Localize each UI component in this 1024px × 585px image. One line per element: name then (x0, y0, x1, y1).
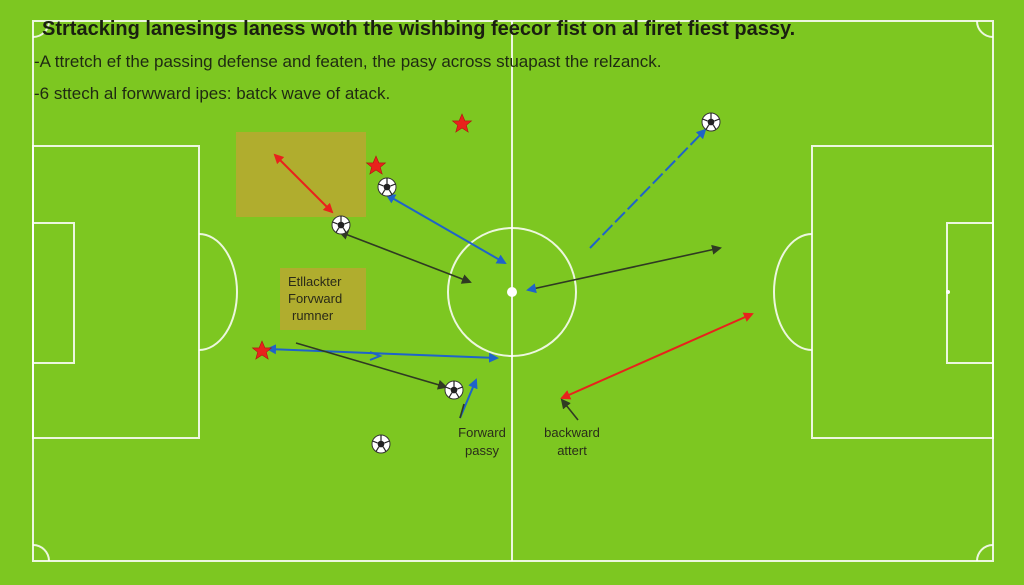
center-spot (507, 287, 517, 297)
note-line-1: -A ttretch ef the passing defense and fe… (34, 52, 662, 71)
diagram-title: Strtacking lanesings laness woth the wis… (42, 18, 796, 40)
forward-pass-label-line: Forward (458, 425, 506, 440)
backward-pointer-arrow (560, 398, 579, 421)
red-star-icon (251, 340, 273, 360)
backward-label-line: backward (544, 425, 600, 440)
blue-double-arrow-center (385, 194, 507, 264)
red-double-arrow-box (273, 153, 334, 214)
forward-pass-label-line: passy (465, 443, 499, 458)
corner-arc-top-left (32, 20, 50, 38)
forward-pass-label: Forward passy (440, 424, 524, 460)
player-stars (251, 113, 473, 360)
pitch-markings (32, 20, 994, 562)
note-line-2: -6 sttech al forwward ipes: batck wave o… (34, 84, 391, 103)
attacker-box-label: Etllackter Forvward rumner (288, 273, 342, 324)
ball-icon (444, 380, 464, 400)
red-star-icon (365, 155, 387, 175)
ball-icon (377, 177, 397, 197)
right-penalty-arc (773, 233, 813, 351)
blue-arrow-forward-pass (459, 378, 478, 419)
backward-label: backward attert (530, 424, 614, 460)
blue-midpoint-chevron (369, 351, 383, 361)
attacker-box-label-line: rumner (292, 308, 334, 323)
ball-icon (371, 434, 391, 454)
forward-pass-pointer (459, 403, 465, 419)
ball-icon (331, 215, 351, 235)
corner-arc-bottom-left (32, 544, 50, 562)
ball-icon (701, 112, 721, 132)
backward-label-line: attert (557, 443, 587, 458)
dark-arrow-runner (295, 342, 448, 390)
corner-arc-bottom-right (976, 544, 994, 562)
left-penalty-arc (198, 233, 238, 351)
pressing-zone-box (236, 132, 366, 217)
red-double-arrow-backward (560, 312, 754, 400)
dark-double-arrow-midfield (338, 230, 472, 284)
red-star-icon (451, 113, 473, 133)
blue-dashed-arrow-forward (589, 128, 707, 249)
dark-arrow-switch (526, 244, 722, 294)
attacker-box-label-line: Forvward (288, 291, 343, 306)
blue-double-arrow-wide (266, 344, 499, 363)
right-penalty-spot (946, 290, 950, 294)
attacker-box-label-line: Etllackter (288, 274, 342, 289)
corner-arc-top-right (976, 20, 994, 38)
left-goal-area (32, 222, 75, 364)
